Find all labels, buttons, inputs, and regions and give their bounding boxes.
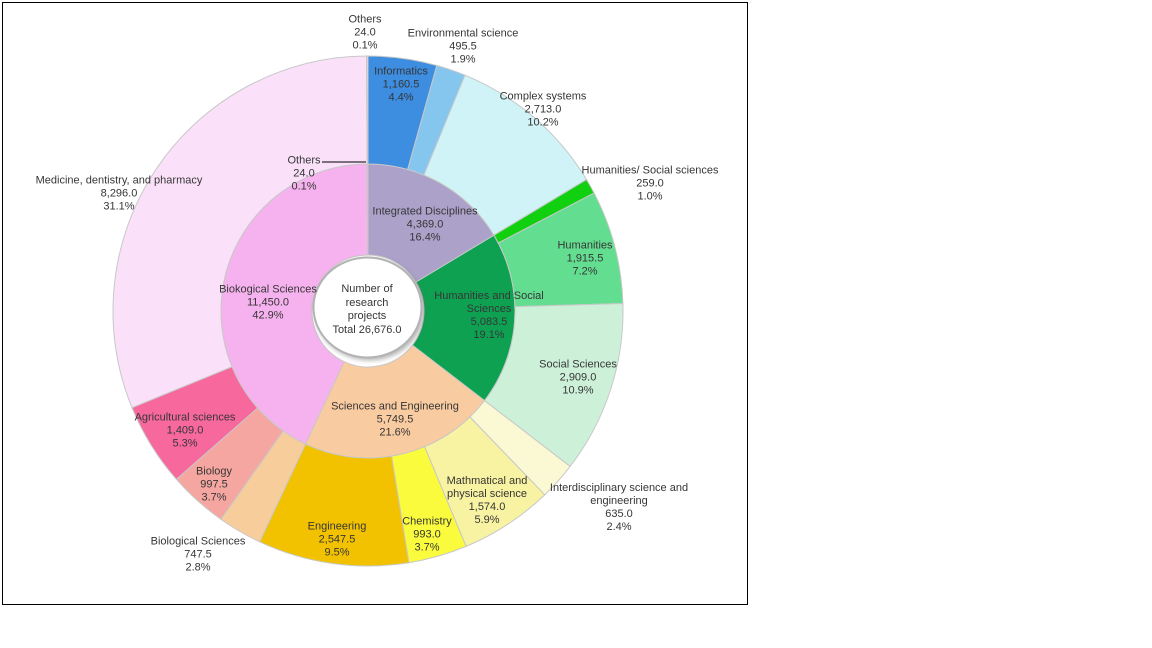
outer-segment-others <box>366 55 369 165</box>
chart-center-label: Number of research projects Total 26,676… <box>332 283 401 337</box>
outer-segment-medicine-dentistry-and-pharmacy <box>112 55 368 409</box>
center-label-line: Number of <box>341 283 393 295</box>
inner-segment-others <box>366 163 369 256</box>
donut-center-hole <box>312 256 423 359</box>
center-label-total: Total 26,676.0 <box>332 323 402 336</box>
center-label-line: research <box>345 296 389 309</box>
center-label-line: projects <box>347 310 387 322</box>
